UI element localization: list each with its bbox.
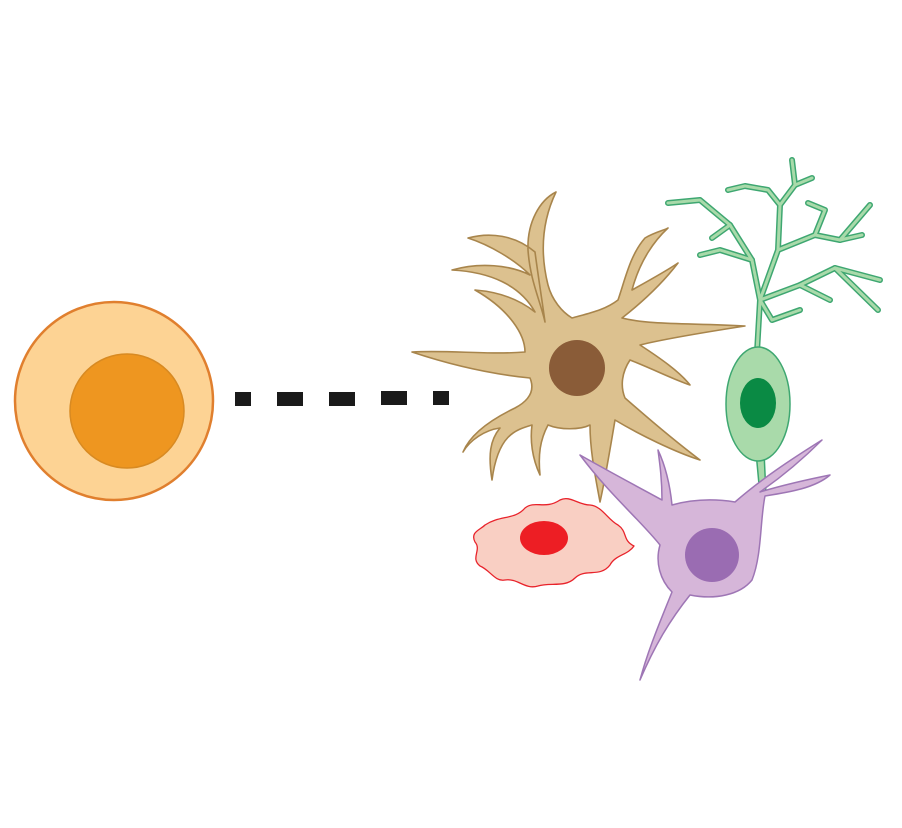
pink-cell xyxy=(473,498,635,588)
dash-2 xyxy=(277,392,303,406)
radial-glia-nucleus xyxy=(740,378,776,428)
dash-5 xyxy=(433,391,449,405)
radial-glia-cell xyxy=(665,157,883,496)
dash-1 xyxy=(235,392,251,406)
pink-cell-nucleus xyxy=(520,521,568,555)
oligodendrocyte-cell xyxy=(579,439,831,681)
source-cell xyxy=(13,300,215,502)
source-cell-nucleus xyxy=(69,353,185,469)
dash-4 xyxy=(381,391,407,405)
oligodendrocyte-nucleus xyxy=(685,528,739,582)
astrocyte-nucleus xyxy=(549,340,605,396)
radial-glia-branches xyxy=(665,157,883,355)
astrocyte-cell xyxy=(411,191,746,503)
dash-3 xyxy=(329,392,355,406)
dashed-connector xyxy=(235,391,449,406)
